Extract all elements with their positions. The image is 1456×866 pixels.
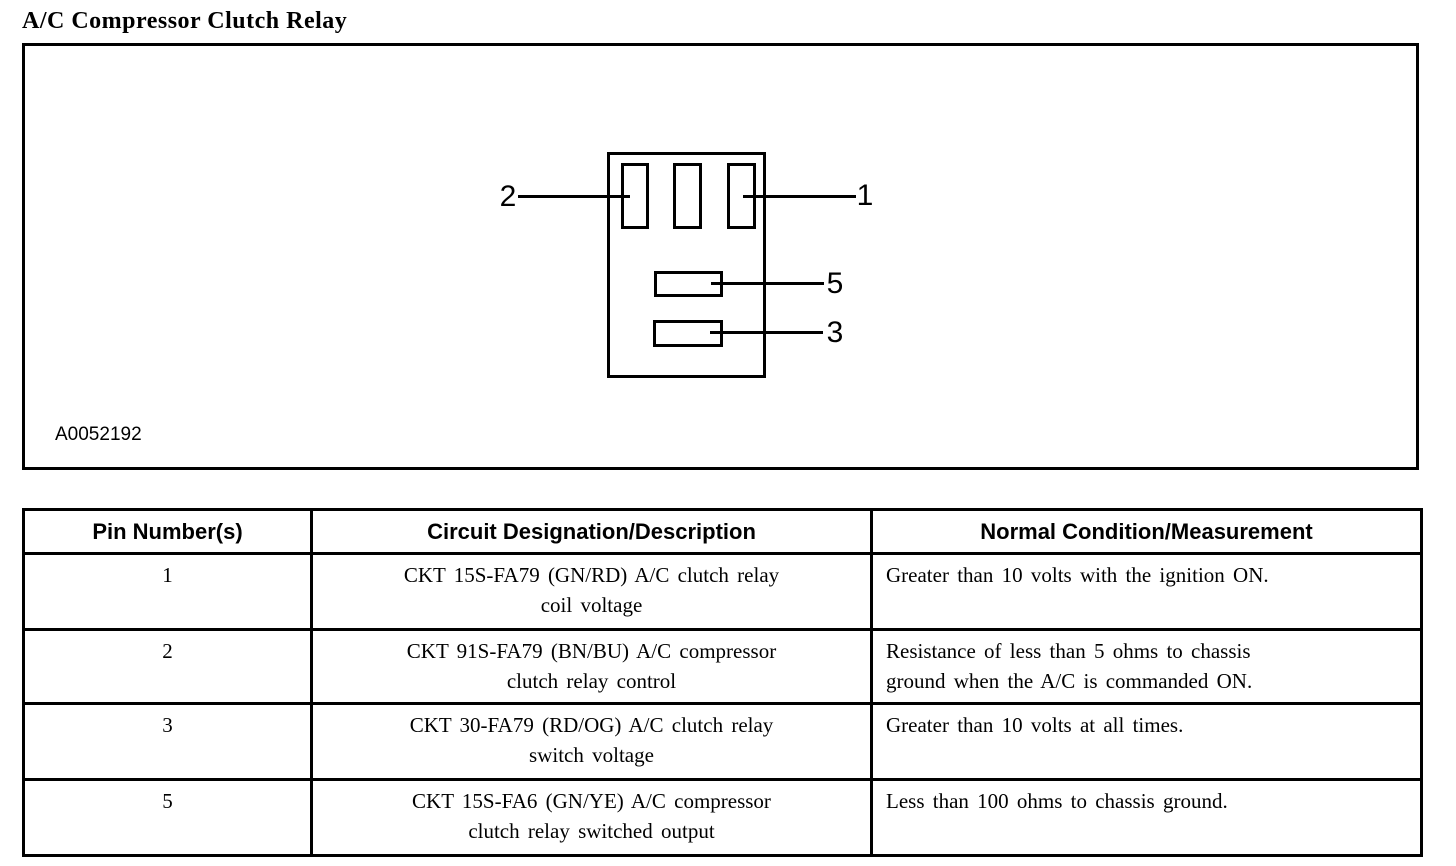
leader-line-pin-2 <box>518 195 630 198</box>
condition-cell: Greater than 10 volts with the ignition … <box>870 552 1423 631</box>
table-row-pin-3: 3 CKT 30-FA79 (RD/OG) A/C clutch relay s… <box>22 702 1423 781</box>
leader-line-pin-5 <box>711 282 824 285</box>
pin-number-cell: 2 <box>22 628 313 705</box>
pin-2-callout: 2 <box>499 180 517 213</box>
col-header-circuit-designation: Circuit Designation/Description <box>310 508 873 555</box>
circuit-cell: CKT 15S-FA6 (GN/YE) A/C compressor clutc… <box>310 778 873 857</box>
pin-cavity-3 <box>653 320 723 347</box>
condition-cell: Resistance of less than 5 ohms to chassi… <box>870 628 1423 705</box>
leader-line-pin-1 <box>743 195 856 198</box>
figure-id-label: A0052192 <box>55 424 142 445</box>
pin-number-cell: 1 <box>22 552 313 631</box>
table-row-pin-5: 5 CKT 15S-FA6 (GN/YE) A/C compressor clu… <box>22 778 1423 857</box>
relay-connector-figure: 2 1 5 3 A0052192 <box>22 43 1419 470</box>
pin-1-callout: 1 <box>856 179 874 212</box>
circuit-cell: CKT 30-FA79 (RD/OG) A/C clutch relay swi… <box>310 702 873 781</box>
condition-cell: Greater than 10 volts at all times. <box>870 702 1423 781</box>
condition-cell: Less than 100 ohms to chassis ground. <box>870 778 1423 857</box>
table-row-pin-1: 1 CKT 15S-FA79 (GN/RD) A/C clutch relay … <box>22 552 1423 631</box>
col-header-normal-condition: Normal Condition/Measurement <box>870 508 1423 555</box>
col-header-pin-numbers: Pin Number(s) <box>22 508 313 555</box>
page-title: A/C Compressor Clutch Relay <box>22 8 348 34</box>
table-header-row: Pin Number(s) Circuit Designation/Descri… <box>22 508 1423 555</box>
leader-line-pin-3 <box>710 331 823 334</box>
table-row-pin-2: 2 CKT 91S-FA79 (BN/BU) A/C compressor cl… <box>22 628 1423 705</box>
pin-number-cell: 5 <box>22 778 313 857</box>
pin-5-callout: 5 <box>826 267 844 300</box>
pin-specification-table: Pin Number(s) Circuit Designation/Descri… <box>22 508 1423 857</box>
pin-3-callout: 3 <box>826 316 844 349</box>
pin-cavity-middle <box>673 163 702 229</box>
pin-number-cell: 3 <box>22 702 313 781</box>
circuit-cell: CKT 15S-FA79 (GN/RD) A/C clutch relay co… <box>310 552 873 631</box>
circuit-cell: CKT 91S-FA79 (BN/BU) A/C compressor clut… <box>310 628 873 705</box>
